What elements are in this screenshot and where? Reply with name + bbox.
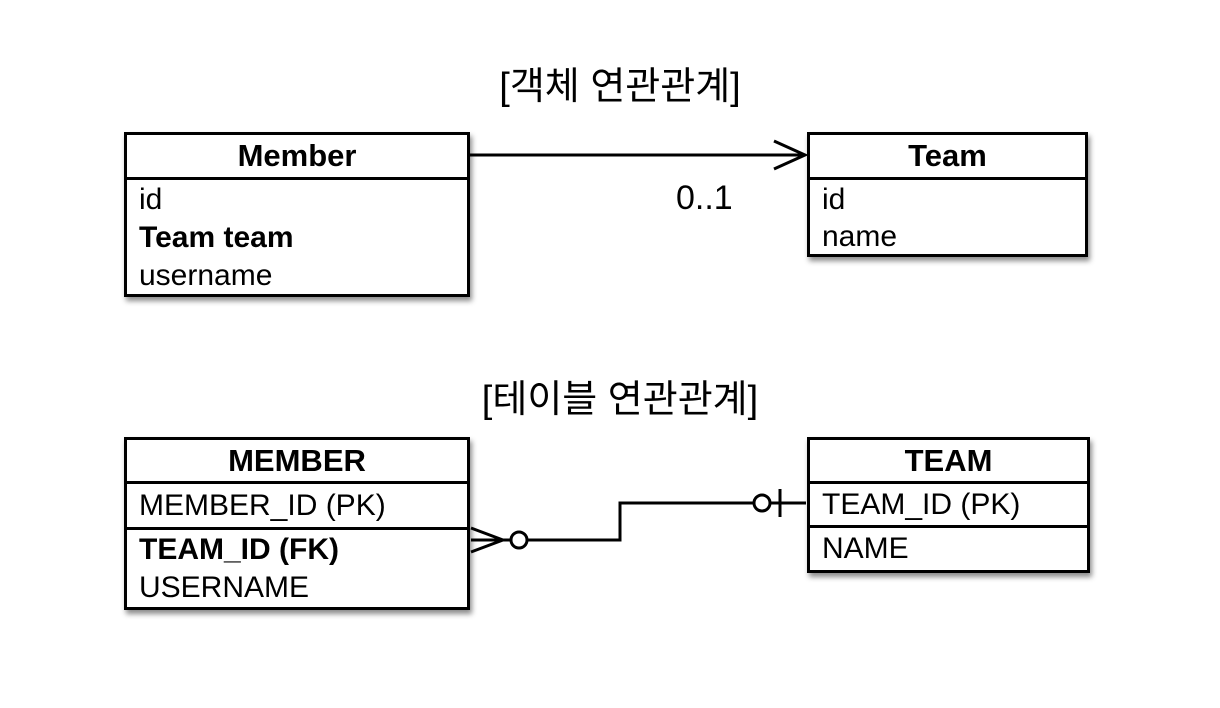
- team-table-name: TEAM: [810, 440, 1087, 484]
- table-diagram-title: [테이블 연관관계]: [481, 379, 759, 421]
- member-class-name: Member: [127, 135, 467, 180]
- member-class-field-team: Team team: [139, 221, 294, 254]
- object-diagram-title: [객체 연관관계]: [499, 66, 741, 108]
- team-class-field-id: id: [822, 183, 846, 216]
- optional-circle-member-side-icon: [509, 530, 529, 550]
- team-table-name-row: NAME: [822, 532, 909, 565]
- team-table-box: TEAM TEAM_ID (PK) NAME: [807, 437, 1090, 573]
- member-class-box: Member id Team team username: [124, 132, 470, 297]
- fk-connector-line: [503, 501, 806, 542]
- team-class-box: Team id name: [807, 132, 1088, 257]
- crow-foot-many-icon: [470, 526, 504, 554]
- member-table-fields: TEAM_ID (FK) USERNAME: [127, 530, 467, 607]
- member-class-fields: id Team team username: [127, 180, 467, 295]
- optional-circle-team-side-icon: [752, 493, 772, 513]
- team-table-pk-row: TEAM_ID (PK): [810, 484, 1087, 528]
- multiplicity-label: 0..1: [676, 179, 733, 217]
- member-table-box: MEMBER MEMBER_ID (PK) TEAM_ID (FK) USERN…: [124, 437, 470, 610]
- member-table-username-row: USERNAME: [139, 571, 310, 604]
- team-class-name: Team: [810, 135, 1085, 180]
- member-table-name: MEMBER: [127, 440, 467, 484]
- association-arrowhead-icon: [773, 139, 809, 171]
- member-class-field-id: id: [139, 183, 163, 216]
- team-class-fields: id name: [810, 180, 1085, 255]
- member-table-fk-row: TEAM_ID (FK): [139, 533, 339, 566]
- member-table-pk-row: MEMBER_ID (PK): [127, 484, 467, 530]
- team-class-field-name: name: [822, 220, 898, 253]
- member-class-field-username: username: [139, 259, 273, 292]
